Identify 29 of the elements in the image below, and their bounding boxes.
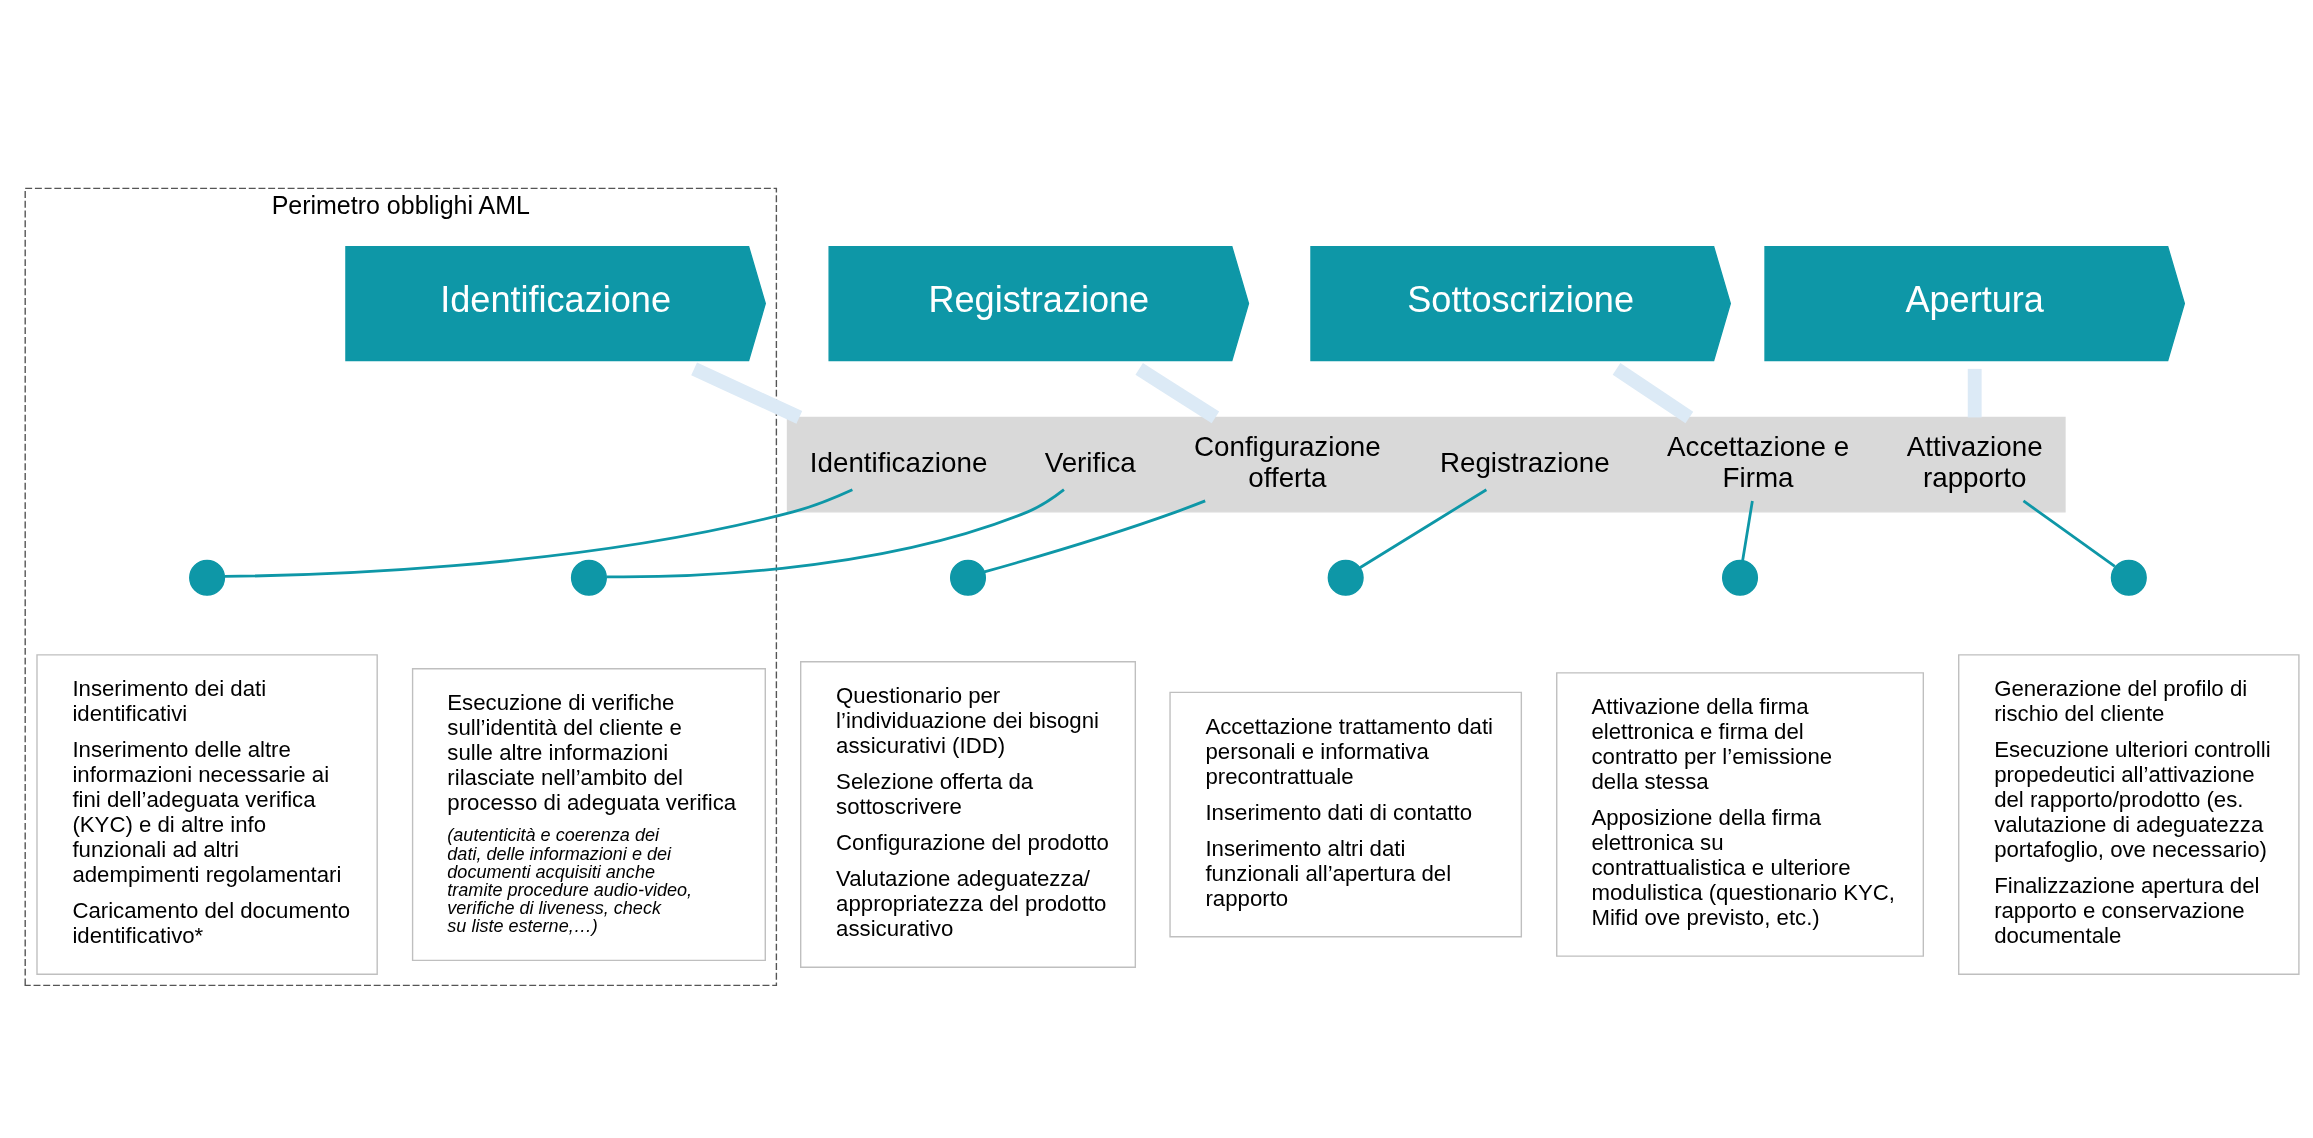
node-text: Verifica — [1044, 446, 1136, 478]
node-circle — [1327, 559, 1364, 596]
node-text: Configurazione offerta — [1193, 431, 1381, 493]
node-circle — [1721, 559, 1759, 596]
node-circle — [189, 559, 226, 596]
node-box: Esecuzione di verifiche sull’identità del cliente e sulle altre informazioni rilasciate nell’ambito del processo di adeguata verifica (autenticità e coerenza dei dati, delle informazioni e dei documenti acquisiti anche tramite procedure audio-video, verifiche di liveness, check su liste esterne,…) — [411, 668, 766, 962]
node-circle — [949, 559, 987, 596]
node-text: Identificazione — [809, 446, 988, 478]
node-circle — [2110, 559, 2147, 596]
node-text: Attivazione rapporto — [1906, 431, 2043, 493]
connector — [1135, 363, 1220, 424]
connector — [1741, 500, 1754, 561]
node-circle — [570, 559, 607, 596]
connector — [2022, 499, 2116, 568]
connector — [1967, 368, 1982, 418]
node-box: Inserimento dei dati identificativi Inserimento delle altre informazioni necessarie ai fini dell’adeguata verifica (KYC) e di altre info funzionali ad altri adempimenti regolamentari Caricamento del documento identificativo* — [36, 654, 378, 975]
node-box: Accettazione trattamento dati personali e informativa precontrattuale Inserimento dati di contatto Inserimento altri dati funzionali all’apertura del rapporto — [1169, 691, 1523, 938]
connector — [606, 488, 1065, 579]
connector — [691, 362, 803, 424]
node-text: Accettazione e Firma — [1667, 431, 1850, 493]
node-box: Attivazione della firma elettronica e firma del contratto per l’emissione della stessa Apposizione della firma elettronica su contrattualistica e ulteriore modulistica (questionario KYC, Mifid ove previsto, etc.) — [1556, 672, 1924, 957]
node-text: Registrazione — [1439, 446, 1610, 478]
connector — [1612, 363, 1694, 424]
node-box: Questionario per l’individuazione dei bisogni assicurativi (IDD) Selezione offerta da sottoscrivere Configurazione del prodotto Valutazione adeguatezza/ appropriatezza del prodotto assicurativo — [800, 661, 1136, 968]
connector — [984, 499, 1206, 574]
connector — [224, 488, 853, 578]
cluster — [786, 416, 2066, 513]
connector — [1359, 488, 1488, 569]
node-box: Generazione del profilo di rischio del cliente Esecuzione ulteriori controlli propedeutici all’attivazione del rapporto/prodotto (es. valutazione di adeguatezza portafoglio, ove necessario) Finalizzazione apertura del rapporto e conservazione documentale — [1958, 654, 2300, 975]
